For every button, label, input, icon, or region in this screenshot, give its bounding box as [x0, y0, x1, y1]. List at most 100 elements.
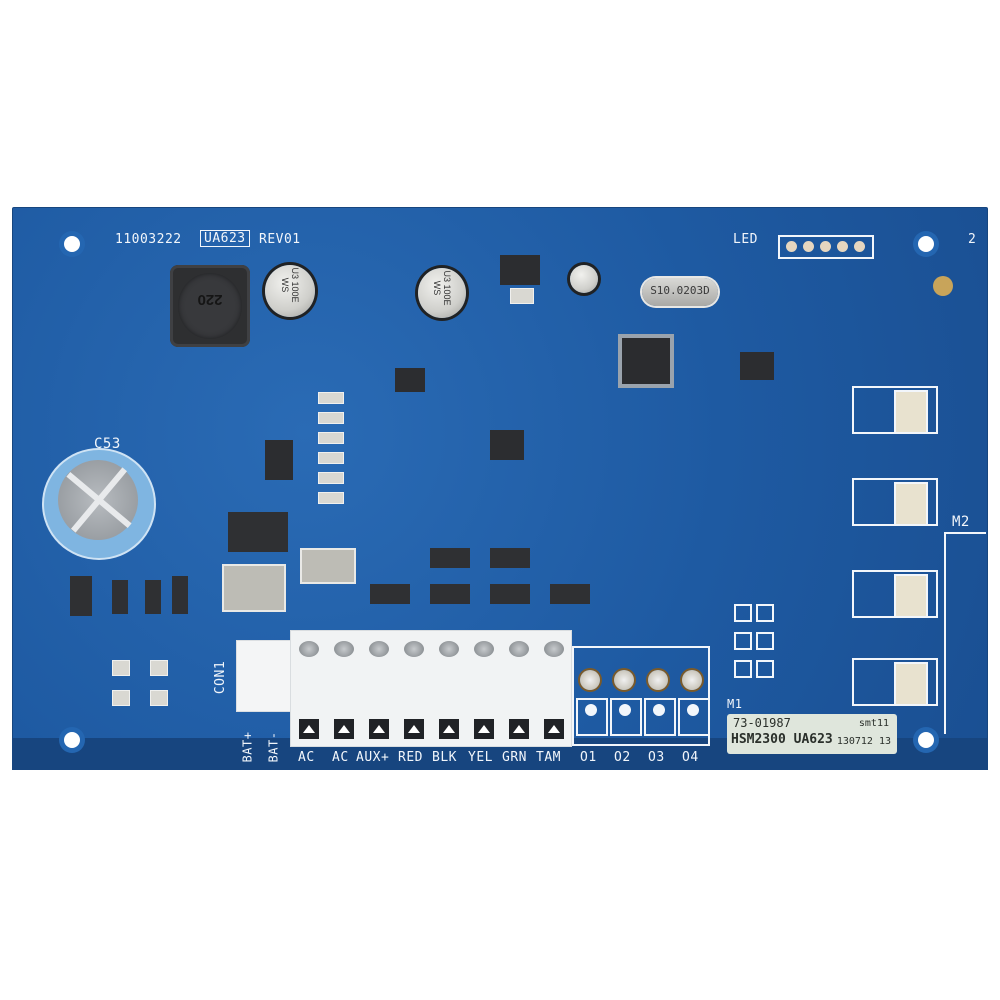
- mounting-hole-top-left: [64, 236, 80, 252]
- smd-diode-1: [370, 584, 410, 604]
- left-pad-2: [150, 660, 168, 676]
- output-capacitor-2: [614, 670, 634, 690]
- resistor-1: [318, 392, 344, 404]
- capacitor-c53-label: C53: [94, 436, 121, 452]
- sticker-model: HSM2300 UA623: [731, 732, 833, 747]
- power-diode-1: [222, 564, 286, 612]
- crystal-oscillator: S10.0203D: [642, 278, 718, 306]
- wire-entry-slot[interactable]: [439, 719, 459, 739]
- mid-right-pad-4: [756, 604, 774, 622]
- output-capacitor-1: [580, 670, 600, 690]
- terminal-screw[interactable]: [544, 641, 564, 657]
- regulator-tab: [510, 288, 534, 304]
- terminal-label-blk: BLK: [432, 750, 457, 765]
- battery-negative-label: BAT-: [266, 731, 281, 763]
- microcontroller-chip: [622, 338, 670, 384]
- smd-capacitor-1: U3 100E WS: [265, 265, 315, 317]
- terminal-screw[interactable]: [369, 641, 389, 657]
- smd-diode-5: [430, 548, 470, 568]
- led-header: [778, 235, 874, 259]
- m2-outline: [944, 532, 986, 734]
- mid-right-pad-1: [734, 604, 752, 622]
- electrolytic-capacitor-c53: [44, 450, 154, 558]
- soic-chip-3: [395, 368, 425, 392]
- terminal-label-o2: O2: [614, 750, 631, 765]
- terminal-label-ac1: AC: [298, 750, 315, 765]
- terminal-label-tam: TAM: [536, 750, 561, 765]
- smd-diode-6: [490, 548, 530, 568]
- terminal-screw[interactable]: [334, 641, 354, 657]
- output-terminal-o3[interactable]: [644, 698, 676, 736]
- revision-label: REV01: [259, 232, 301, 247]
- left-smd-2: [112, 580, 128, 614]
- output-terminal-o4[interactable]: [678, 698, 710, 736]
- left-smd-4: [172, 576, 188, 614]
- terminal-label-o3: O3: [648, 750, 665, 765]
- terminal-label-grn: GRN: [502, 750, 527, 765]
- wire-entry-slot[interactable]: [404, 719, 424, 739]
- wire-entry-slot[interactable]: [334, 719, 354, 739]
- output-terminal-o2[interactable]: [610, 698, 642, 736]
- battery-positive-label: BAT+: [240, 731, 255, 763]
- wire-entry-slot[interactable]: [544, 719, 564, 739]
- smd-capacitor-2: U3 100E WS: [418, 268, 466, 318]
- module-m1-label: M1: [727, 697, 743, 711]
- power-diode-2: [300, 548, 356, 584]
- wire-entry-slot[interactable]: [299, 719, 319, 739]
- wire-entry-slot[interactable]: [369, 719, 389, 739]
- left-smd-3: [145, 580, 161, 614]
- sticker-code: smt11: [858, 718, 889, 729]
- soic-chip-1: [740, 352, 774, 380]
- smd-diode-3: [490, 584, 530, 604]
- left-pad-1: [112, 660, 130, 676]
- terminal-screw[interactable]: [474, 641, 494, 657]
- mounting-hole-bottom-right: [918, 732, 934, 748]
- test-point: [933, 276, 953, 296]
- terminal-screw[interactable]: [299, 641, 319, 657]
- left-smd-1: [70, 576, 92, 616]
- terminal-screw[interactable]: [404, 641, 424, 657]
- smd-diode-4: [550, 584, 590, 604]
- output-capacitor-4: [682, 670, 702, 690]
- corner-number-label: 2: [968, 232, 977, 247]
- battery-connector-con1[interactable]: [236, 640, 292, 712]
- mid-right-pad-5: [756, 632, 774, 650]
- resistor-3: [318, 432, 344, 444]
- terminal-label-ac2: AC: [332, 750, 349, 765]
- small-capacitor: [570, 265, 598, 293]
- wire-entry-slot[interactable]: [509, 719, 529, 739]
- resistor-6: [318, 492, 344, 504]
- board-code-label: UA623: [200, 230, 250, 247]
- relay-pad-4: [894, 662, 928, 706]
- screw-terminal-block[interactable]: [290, 630, 572, 747]
- mid-right-pad-6: [756, 660, 774, 678]
- relay-pad-1: [894, 390, 928, 434]
- led-label: LED: [733, 232, 758, 247]
- sticker-date: 130712 13: [836, 736, 891, 747]
- mid-right-pad-2: [734, 632, 752, 650]
- terminal-label-o4: O4: [682, 750, 699, 765]
- terminal-label-yel: YEL: [468, 750, 493, 765]
- power-inductor: 220: [170, 265, 250, 347]
- soic-chip-2: [490, 430, 524, 460]
- sticker-part-number: 73-01987: [733, 716, 791, 730]
- mid-right-pad-3: [734, 660, 752, 678]
- terminal-label-aux: AUX+: [356, 750, 390, 765]
- voltage-regulator: [500, 255, 540, 285]
- output-area-outline: [572, 646, 710, 746]
- mounting-hole-top-right: [918, 236, 934, 252]
- left-pad-3: [112, 690, 130, 706]
- wire-entry-slot[interactable]: [474, 719, 494, 739]
- sot-transistor: [265, 440, 293, 480]
- output-terminal-o1[interactable]: [576, 698, 608, 736]
- resistor-4: [318, 452, 344, 464]
- terminal-screw[interactable]: [509, 641, 529, 657]
- part-number-label: 11003222: [115, 232, 182, 247]
- terminal-label-o1: O1: [580, 750, 597, 765]
- smd-diode-2: [430, 584, 470, 604]
- product-sticker: 73-01987 HSM2300 UA623 smt11 130712 13: [727, 714, 897, 754]
- relay-pad-3: [894, 574, 928, 618]
- terminal-screw[interactable]: [439, 641, 459, 657]
- relay-pad-2: [894, 482, 928, 526]
- connector-con1-label: CON1: [213, 660, 229, 695]
